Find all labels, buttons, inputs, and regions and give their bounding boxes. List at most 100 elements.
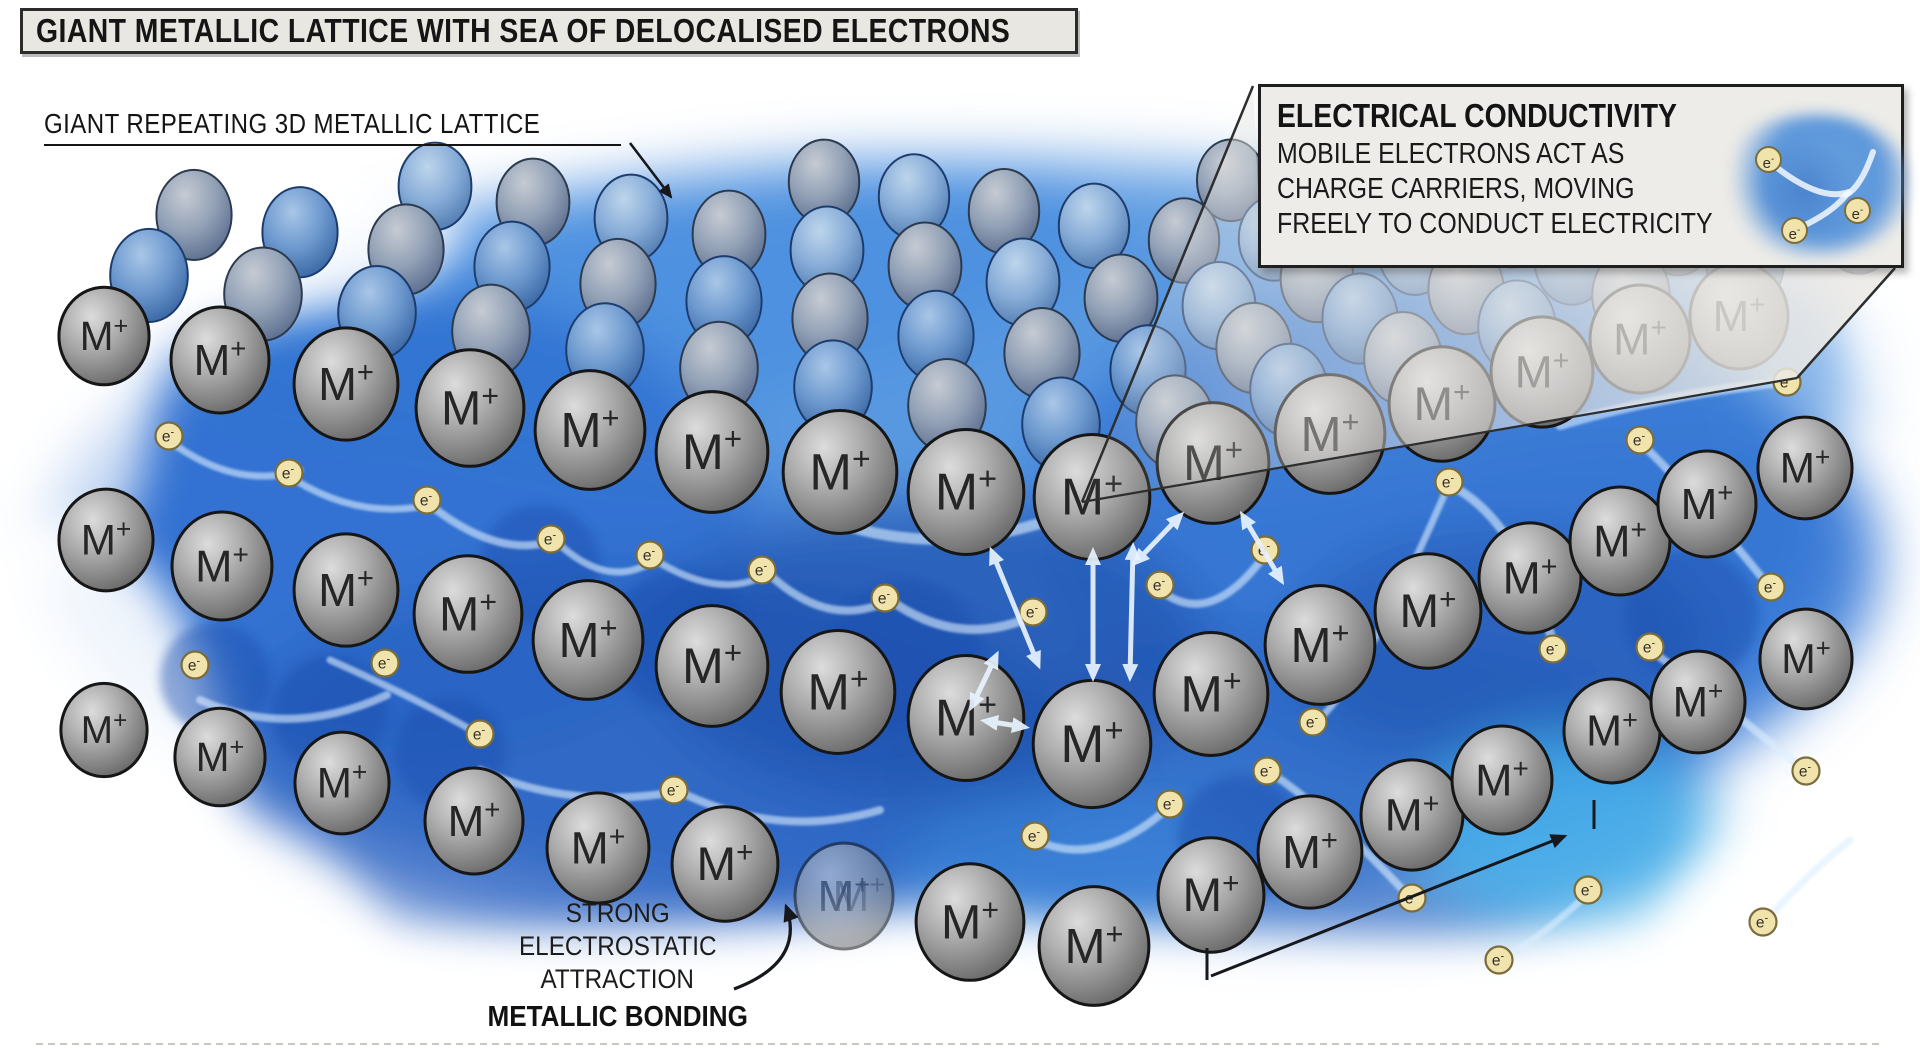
svg-text:e-: e-	[1492, 951, 1505, 970]
metal-ion: M+	[914, 862, 1026, 982]
metal-ion: M+	[781, 409, 899, 535]
svg-text:e-: e-	[1260, 762, 1273, 781]
metal-ion: M+	[1031, 678, 1153, 810]
annotation-arrows	[628, 142, 1596, 991]
metal-ion: M+	[906, 427, 1026, 557]
svg-text:M+: M+	[80, 312, 129, 359]
lattice-label: GIANT REPEATING 3D METALLIC LATTICE	[44, 108, 622, 146]
svg-text:e-: e-	[755, 561, 768, 580]
metal-ion: M+	[170, 510, 274, 622]
electron: e-	[1756, 572, 1786, 602]
electrical-conductivity-callout: ELECTRICAL CONDUCTIVITY MOBILE ELECTRONS…	[1258, 84, 1909, 268]
svg-text:M+: M+	[1781, 635, 1831, 682]
electron: e-	[1844, 197, 1871, 224]
metal-ion: M+	[779, 629, 897, 755]
electron: e-	[1748, 907, 1778, 937]
electron: e-	[154, 421, 184, 451]
svg-text:e-: e-	[1581, 881, 1594, 900]
electron: e-	[536, 524, 566, 554]
svg-text:M+: M+	[81, 514, 132, 563]
metal-ion: M+	[1156, 836, 1266, 954]
svg-text:e-: e-	[544, 530, 557, 549]
metal-ion: M+	[531, 579, 645, 701]
svg-text:M+: M+	[560, 400, 619, 458]
metal-ion: M+	[423, 766, 525, 876]
metal-ion: M+	[1263, 584, 1377, 706]
svg-text:M+: M+	[697, 836, 754, 891]
callout-wedge	[1080, 85, 1896, 504]
metal-ion: M+	[1562, 677, 1662, 785]
svg-text:M+: M+	[682, 636, 742, 694]
lattice-label-arrow	[628, 142, 673, 199]
svg-text:M+: M+	[935, 461, 997, 522]
electron: e-	[1635, 632, 1665, 662]
callout-heading: ELECTRICAL CONDUCTIVITY	[1277, 97, 1677, 134]
metal-ion: M+	[292, 326, 400, 442]
metal-ion: M+	[59, 681, 149, 779]
electron: e-	[1020, 821, 1050, 851]
svg-text:e-: e-	[1799, 762, 1812, 781]
metal-ion: M+	[1256, 794, 1364, 910]
svg-text:M+: M+	[1290, 615, 1349, 673]
metal-ion: M+	[1758, 607, 1854, 711]
metal-ion: M+	[1477, 521, 1583, 635]
electron: e-	[1484, 945, 1514, 975]
electron: e-	[274, 458, 304, 488]
svg-text:e-: e-	[1153, 576, 1166, 595]
electron: e-	[1781, 217, 1808, 244]
metal-ion: M+	[670, 805, 780, 923]
svg-text:e-: e-	[643, 546, 656, 565]
bonding-arrow	[733, 903, 799, 991]
svg-text:M+: M+	[318, 357, 374, 410]
svg-text:M+: M+	[81, 707, 127, 752]
electron: e-	[1755, 146, 1782, 173]
callout-line-2: CHARGE CARRIERS, MOVING	[1277, 173, 1635, 205]
electron: e-	[465, 719, 495, 749]
svg-text:M+: M+	[448, 794, 501, 846]
metal-ion: M+	[1568, 485, 1672, 597]
svg-text:M+: M+	[1780, 442, 1831, 491]
metal-ion: M+	[412, 554, 524, 674]
svg-text:e-: e-	[667, 781, 680, 800]
svg-text:e-: e-	[188, 656, 201, 675]
electron: e-	[370, 648, 400, 678]
svg-text:M+: M+	[941, 894, 999, 950]
svg-text:M+: M+	[196, 733, 245, 780]
metallic-bonding-label: METALLIC BONDING	[487, 1001, 748, 1033]
metal-ion: M+	[1656, 449, 1758, 559]
svg-text:M+: M+	[1475, 753, 1529, 805]
svg-text:e-: e-	[162, 427, 175, 446]
electron: e-	[1298, 707, 1328, 737]
electron: e-	[635, 540, 665, 570]
metal-ion: M+	[173, 706, 267, 808]
flow-arrow	[1205, 800, 1596, 980]
electron: e-	[747, 555, 777, 585]
svg-text:M+: M+	[1385, 788, 1440, 841]
svg-text:e-: e-	[1546, 640, 1559, 659]
metal-ion: M+	[57, 487, 155, 593]
page-title: GIANT METALLIC LATTICE WITH SEA OF DELOC…	[36, 12, 1011, 49]
lattice-front-ions: M+M+M+M+M+M+M+M+M+M+M+M+M+M+M+M+M+M+M+M+…	[57, 261, 1854, 1007]
electron: e-	[1538, 634, 1568, 664]
svg-text:M+: M+	[441, 380, 499, 436]
metal-ion: M+	[1152, 631, 1270, 757]
svg-text:M+: M+	[1586, 705, 1638, 756]
electron: e-	[1625, 425, 1655, 455]
metal-ion: M+	[545, 791, 651, 905]
metal-ion: M+	[57, 285, 151, 387]
svg-text:M+: M+	[1673, 676, 1724, 725]
attraction-arrows	[969, 510, 1285, 734]
electron: e-	[659, 775, 689, 805]
metal-ion: M+	[1756, 415, 1854, 521]
svg-text:M+: M+	[809, 441, 870, 501]
svg-text:e-: e-	[1163, 795, 1176, 814]
metal-ion-ghost: M+M+	[793, 841, 895, 951]
electron: e-	[1155, 789, 1185, 819]
electron: e-	[1434, 467, 1464, 497]
svg-text:e-: e-	[282, 464, 295, 483]
callout-line-1: MOBILE ELECTRONS ACT AS	[1277, 138, 1625, 170]
electron: e-	[1791, 756, 1821, 786]
svg-text:M+: M+	[818, 869, 871, 921]
metal-ion: M+	[293, 730, 391, 836]
svg-text:M+: M+	[195, 539, 249, 591]
